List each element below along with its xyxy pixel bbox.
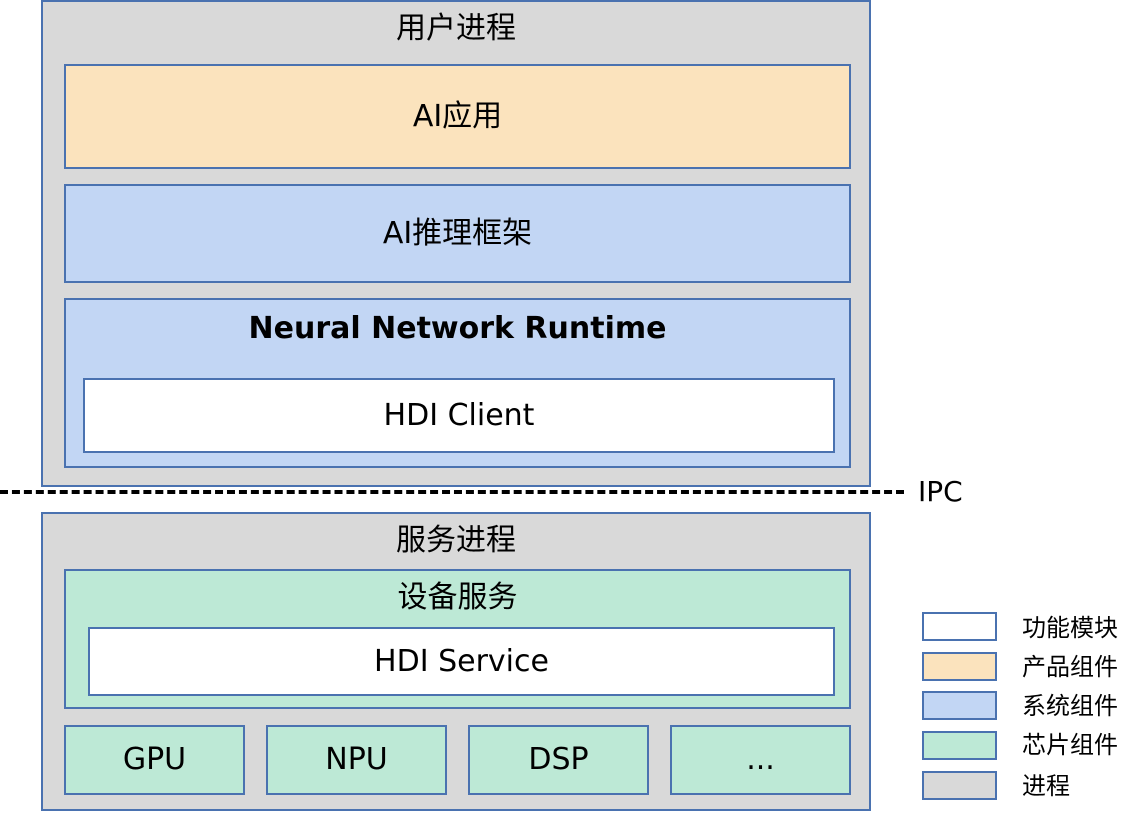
user-process-title: 用户进程 xyxy=(396,11,516,46)
hdi-service-box: HDI Service xyxy=(88,627,835,696)
legend-swatch-module xyxy=(922,612,997,641)
hdi-service-label: HDI Service xyxy=(374,643,549,679)
legend-label-process: 进程 xyxy=(1022,772,1070,800)
chip-label-dsp: DSP xyxy=(528,742,589,777)
nnrt-title: Neural Network Runtime xyxy=(248,311,667,346)
ai-app-label: AI应用 xyxy=(412,98,503,134)
legend-swatch-product xyxy=(922,652,997,681)
hdi-client-box: HDI Client xyxy=(83,378,835,453)
ipc-dashed-line xyxy=(0,490,904,494)
chip-label-gpu: GPU xyxy=(122,742,187,777)
hdi-client-label: HDI Client xyxy=(383,397,535,433)
legend-swatch-process xyxy=(922,771,997,800)
chip-label-npu: NPU xyxy=(325,742,388,777)
ai-framework-label: AI推理框架 xyxy=(382,215,533,251)
legend-swatch-chip xyxy=(922,731,997,760)
service-process-title: 服务进程 xyxy=(396,523,516,558)
chip-box-more: ... xyxy=(670,725,851,795)
legend-label-chip: 芯片组件 xyxy=(1022,731,1118,759)
legend-label-system: 系统组件 xyxy=(1022,692,1118,720)
device-service-title: 设备服务 xyxy=(397,580,518,615)
ai-framework-box: AI推理框架 xyxy=(64,184,851,283)
chip-box-dsp: DSP xyxy=(468,725,649,795)
ai-app-box: AI应用 xyxy=(64,64,851,169)
chip-label-more: ... xyxy=(746,742,775,777)
chip-box-gpu: GPU xyxy=(64,725,245,795)
legend-label-product: 产品组件 xyxy=(1022,653,1118,681)
legend-swatch-system xyxy=(922,691,997,720)
ipc-label: IPC xyxy=(918,475,963,508)
legend-label-module: 功能模块 xyxy=(1022,614,1118,642)
chip-box-npu: NPU xyxy=(266,725,447,795)
